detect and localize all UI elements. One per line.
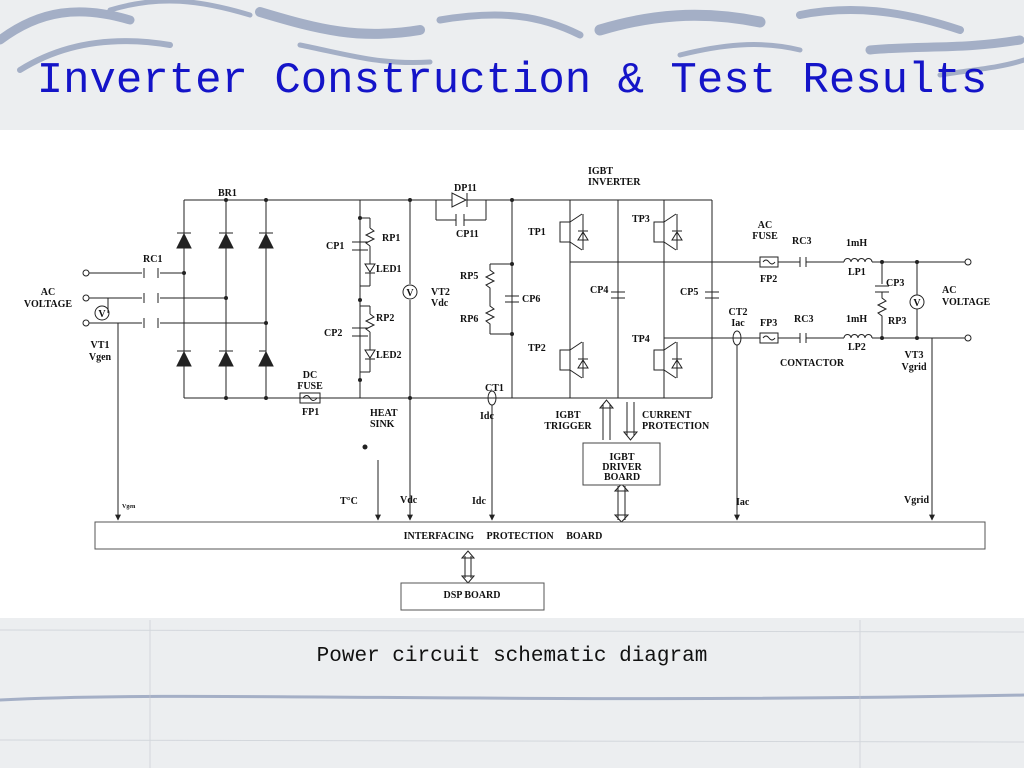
- label-tp1: TP1: [528, 227, 546, 238]
- label-rc1: RC1: [143, 254, 162, 265]
- label-signal-idc: Idc: [472, 496, 486, 507]
- label-lp2: LP2: [848, 342, 866, 353]
- label-rc3-top: RC3: [792, 236, 811, 247]
- balancing-network: [484, 198, 519, 398]
- interfacing-protection-board: [94, 521, 986, 550]
- label-lp1: LP1: [848, 267, 866, 278]
- label-cp2: CP2: [324, 328, 342, 339]
- figure-caption: Power circuit schematic diagram: [316, 645, 708, 668]
- label-tp4: TP4: [632, 334, 650, 345]
- label-rp1: RP1: [382, 233, 400, 244]
- label-idc-ct1: Idc: [480, 411, 494, 422]
- driver-board-links: [598, 399, 639, 523]
- label-rp6: RP6: [460, 314, 478, 325]
- label-rp3: RP3: [888, 316, 906, 327]
- igbt-inverter: [559, 200, 760, 398]
- label-signal-tc: T°C: [340, 496, 358, 507]
- label-fp1: FP1: [302, 407, 319, 418]
- label-fp3: FP3: [760, 318, 777, 329]
- label-cp1: CP1: [326, 241, 344, 252]
- label-signal-vgrid: Vgrid: [904, 495, 929, 506]
- label-br1: BR1: [218, 188, 237, 199]
- label-cp4: CP4: [590, 285, 608, 296]
- dsp-link: [460, 550, 476, 584]
- label-led1: LED1: [376, 264, 402, 275]
- svg-text:V: V: [406, 288, 414, 299]
- label-dp11: DP11: [454, 183, 477, 194]
- ac-output-filter: [732, 256, 972, 520]
- label-tp3: TP3: [632, 214, 650, 225]
- label-contactor: CONTACTOR: [780, 358, 845, 369]
- voltmeter-vt2: V: [402, 198, 418, 520]
- label-rc3-bottom: RC3: [794, 314, 813, 325]
- label-led2: LED2: [376, 350, 402, 361]
- dc-bus-snubber: [360, 192, 712, 399]
- label-signal-vdc: Vdc: [400, 495, 418, 506]
- voltmeter-vt1: V: [94, 305, 110, 321]
- svg-text:V: V: [98, 309, 106, 320]
- label-dsp-board: DSP BOARD: [444, 590, 501, 601]
- igbt-driver-board: [582, 442, 661, 486]
- label-fp2: FP2: [760, 274, 777, 285]
- slide-title: Inverter Construction & Test Results: [36, 56, 988, 106]
- dsp-board: [400, 582, 545, 611]
- label-1mh-top: 1mH: [846, 238, 867, 249]
- rectifier-bridge-br1: [176, 198, 360, 400]
- voltmeter-vt3-symbol: V: [913, 298, 921, 309]
- label-rp2: RP2: [376, 313, 394, 324]
- label-ct1: CT1: [485, 383, 504, 394]
- label-tp2: TP2: [528, 343, 546, 354]
- label-cp3: CP3: [886, 278, 904, 289]
- heat-sink-sensor: [362, 444, 379, 520]
- ac-input-lines: [82, 268, 266, 520]
- sense-signals: [115, 500, 935, 521]
- label-rp5: RP5: [460, 271, 478, 282]
- label-1mh-bottom: 1mH: [846, 314, 867, 325]
- dc-link-capacitors: [352, 200, 376, 398]
- label-cp6: CP6: [522, 294, 540, 305]
- label-signal-vgen: Vgen: [122, 504, 136, 510]
- label-signal-iac: Iac: [736, 497, 750, 508]
- label-cp11: CP11: [456, 229, 479, 240]
- dc-fuse-fp1: [299, 392, 321, 404]
- label-interfacing-board: INTERFACING PROTECTION BOARD: [404, 531, 603, 542]
- label-cp5: CP5: [680, 287, 698, 298]
